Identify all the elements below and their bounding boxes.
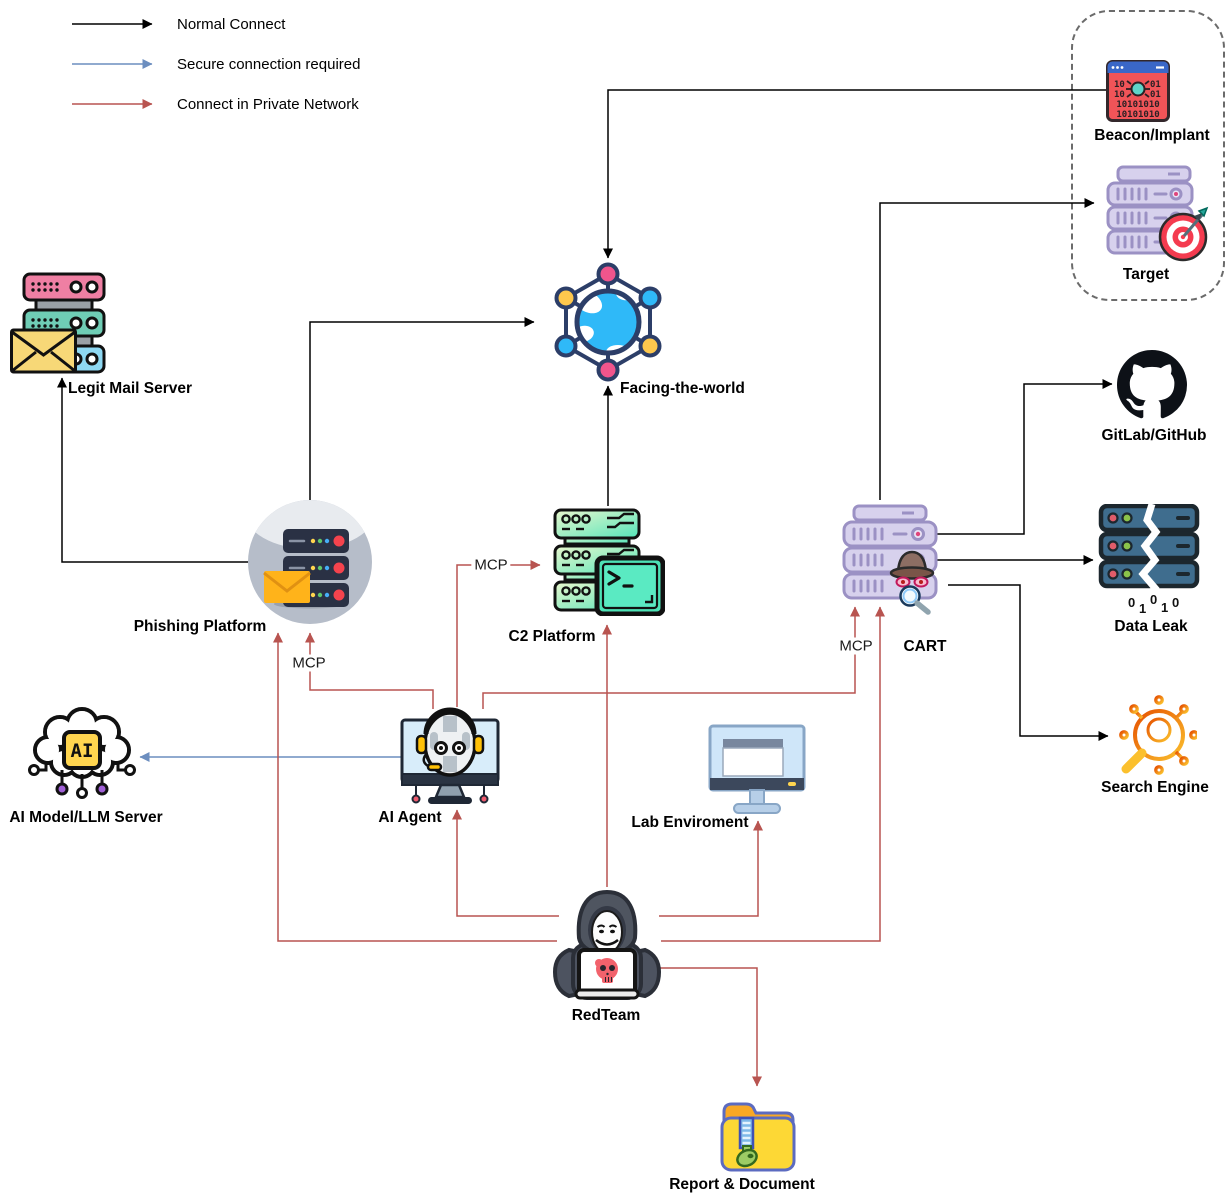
label-gitlab-github: GitLab/GitHub <box>1101 427 1207 444</box>
edge-label-mcp-cart: MCP <box>836 637 876 655</box>
node-search-engine <box>1113 695 1199 788</box>
data-leak-icon: 0 1 0 1 0 <box>1098 502 1200 616</box>
beacon-code: 10101010 <box>1116 110 1159 120</box>
beacon-code: 10101010 <box>1116 100 1159 110</box>
beacon-code: 01 <box>1150 90 1161 100</box>
label-target: Target <box>1122 266 1170 283</box>
legend-row-secure: Secure connection required <box>70 44 360 84</box>
edge-redteam-to-phishing <box>273 632 557 942</box>
node-c2-platform <box>553 508 666 621</box>
bug-icon <box>1126 80 1150 98</box>
label-beacon-implant: Beacon/Implant <box>1094 127 1210 144</box>
binary-digit: 0 <box>1150 592 1157 607</box>
lightbulb-icon <box>1146 717 1172 751</box>
target-zone-box <box>1071 10 1225 301</box>
edge-redteam-to-cart <box>661 606 885 942</box>
target-server-icon <box>1106 165 1209 262</box>
label-phishing-platform: Phishing Platform <box>133 618 267 635</box>
legend-label-normal: Normal Connect <box>177 15 286 33</box>
edge-beacon-to-facing <box>603 89 1106 259</box>
label-redteam: RedTeam <box>571 1007 641 1024</box>
node-beacon-implant: 10 01 10 01 10101010 10101010 <box>1106 60 1170 127</box>
label-ai-agent: AI Agent <box>378 809 442 826</box>
node-redteam <box>549 886 665 1009</box>
edge-cart-to-search <box>948 584 1109 741</box>
node-lab-environment <box>706 724 808 823</box>
secure-connect-arrow-icon <box>72 59 153 69</box>
ai-agent-icon <box>400 707 500 804</box>
lab-monitor-icon <box>708 724 806 814</box>
legend-label-private: Connect in Private Network <box>177 95 359 113</box>
node-report-document <box>716 1094 800 1179</box>
label-search-engine: Search Engine <box>1101 779 1209 796</box>
edge-cart-to-github <box>923 379 1113 535</box>
label-c2-platform: C2 Platform <box>508 628 596 645</box>
binary-digit: 0 <box>1172 595 1179 610</box>
edge-cart-to-target <box>879 198 1095 500</box>
node-gitlab-github <box>1117 350 1187 425</box>
edge-redteam-to-aiagent <box>452 809 559 917</box>
label-legit-mail-server: Legit Mail Server <box>67 380 193 397</box>
ai-brain-icon: AI <box>28 707 136 799</box>
binary-digit: 0 <box>1128 595 1135 610</box>
binary-digit: 1 <box>1161 600 1168 615</box>
legend: Normal Connect Secure connection require… <box>70 4 360 124</box>
zipper-icon <box>736 1116 758 1168</box>
search-engine-icon <box>1119 695 1199 775</box>
report-folder-icon <box>720 1102 796 1172</box>
node-ai-model-llm-server: AI <box>26 706 138 806</box>
label-facing-the-world: Facing-the-world <box>620 380 745 397</box>
skull-icon <box>595 958 618 983</box>
label-lab-environment: Lab Enviroment <box>631 814 749 831</box>
hacker-icon <box>552 889 662 1000</box>
edge-redteam-to-lab <box>659 820 763 917</box>
envelope-icon <box>10 328 77 374</box>
envelope-icon <box>263 571 311 603</box>
node-legit-mail-server <box>10 272 118 379</box>
globe-network-icon <box>554 262 662 382</box>
label-cart: CART <box>903 638 947 655</box>
edge-aiagent-to-cart-mcp <box>482 606 860 709</box>
edge-label-mcp-phishing: MCP <box>289 654 329 672</box>
edge-redteam-to-report <box>649 967 762 1087</box>
laptop-icon <box>574 948 640 1000</box>
beacon-code: 01 <box>1150 80 1161 90</box>
binary-digit: 1 <box>1139 601 1146 616</box>
beacon-code: 10 <box>1114 80 1125 90</box>
legend-row-private: Connect in Private Network <box>70 84 360 124</box>
beacon-implant-icon: 10 01 10 01 10101010 10101010 <box>1106 60 1170 122</box>
node-cart <box>836 500 944 625</box>
github-icon <box>1117 350 1187 419</box>
normal-connect-arrow-icon <box>72 19 153 29</box>
edge-phishing-to-mail <box>57 377 249 563</box>
phishing-platform-icon <box>248 500 372 624</box>
c2-server-icon <box>553 508 666 617</box>
mail-server-icon <box>10 272 106 374</box>
legend-label-secure: Secure connection required <box>177 55 361 73</box>
edge-phishing-to-facing <box>309 317 535 500</box>
robot-head-icon <box>415 707 485 777</box>
bullseye-icon <box>1158 206 1209 262</box>
beacon-code: 10 <box>1114 90 1125 100</box>
label-report-document: Report & Document <box>669 1176 815 1193</box>
label-ai-model-llm-server: AI Model/LLM Server <box>9 809 163 826</box>
node-target <box>1098 163 1210 268</box>
terminal-icon <box>594 555 666 617</box>
ai-chip-text: AI <box>71 740 94 762</box>
edge-aiagent-to-c2-mcp <box>456 560 541 707</box>
private-connect-arrow-icon <box>72 99 153 109</box>
node-phishing-platform <box>247 499 373 630</box>
node-ai-agent <box>394 698 506 813</box>
edge-label-mcp-c2: MCP <box>471 556 511 574</box>
node-data-leak: 0 1 0 1 0 <box>1098 502 1202 621</box>
cart-server-icon <box>842 504 938 615</box>
node-facing-the-world <box>550 262 666 387</box>
label-data-leak: Data Leak <box>1114 618 1188 635</box>
detective-icon <box>889 550 935 615</box>
legend-row-normal: Normal Connect <box>70 4 360 44</box>
